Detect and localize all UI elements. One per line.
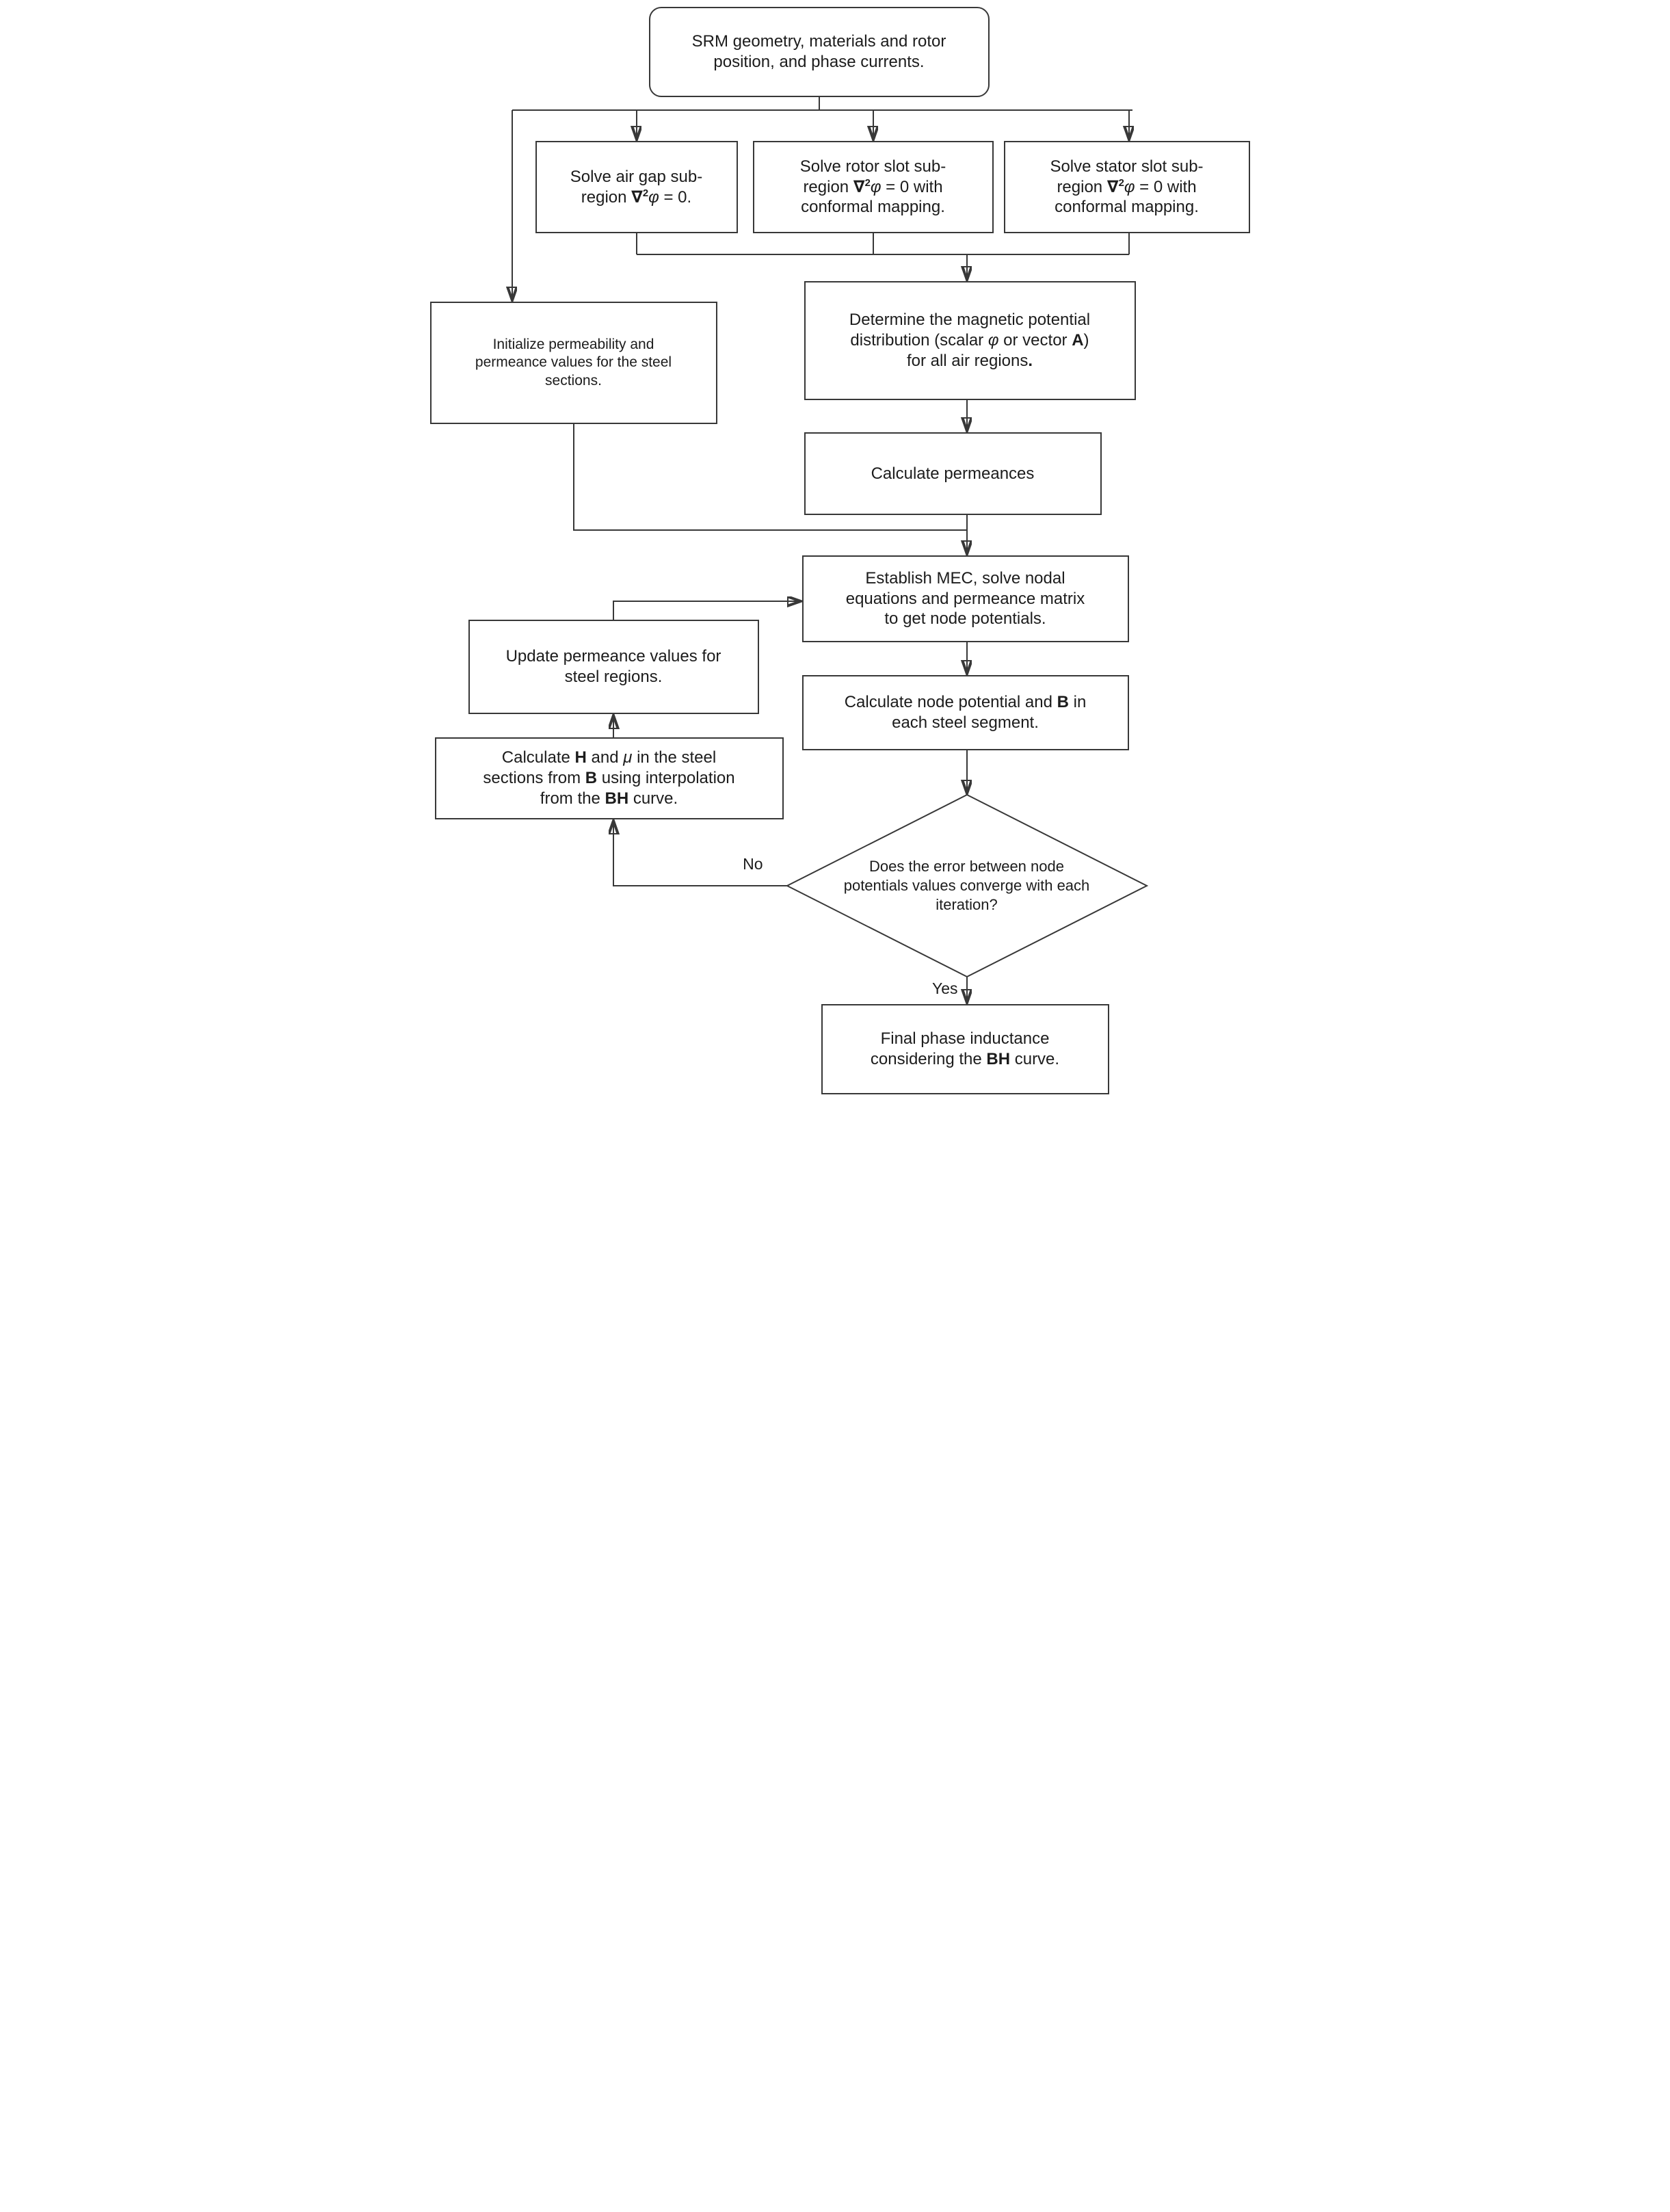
flowchart-edges xyxy=(418,97,1148,1106)
node-solve-stator-slot: Solve stator slot sub-region ∇2φ = 0 wit… xyxy=(1003,141,1250,233)
edge-update-to-mec xyxy=(612,601,801,620)
node-calculate-permeances: Calculate permeances xyxy=(804,432,1102,515)
edge-label-yes: Yes xyxy=(931,979,958,997)
edge-label-no: No xyxy=(743,855,763,873)
edge-decision-no xyxy=(613,821,787,886)
node-solve-air-gap: Solve air gap sub-region ∇2φ = 0. xyxy=(535,141,738,233)
node-solve-rotor-slot: Solve rotor slot sub-region ∇2φ = 0 with… xyxy=(752,141,994,233)
edge-initialize-to-mec xyxy=(572,424,967,531)
